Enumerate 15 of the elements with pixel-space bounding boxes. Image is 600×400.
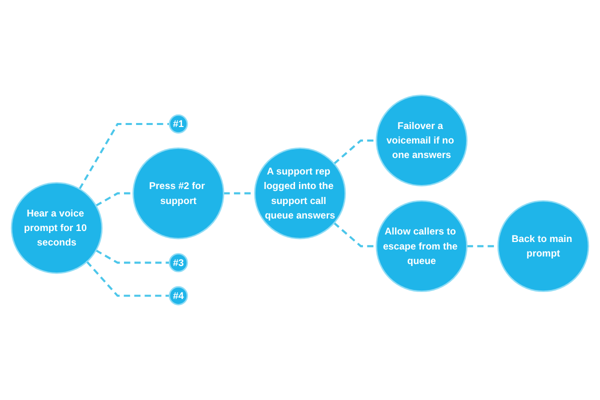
connector	[95, 192, 134, 207]
node-circle: Hear a voice prompt for 10 seconds	[10, 182, 103, 274]
connector	[78, 122, 170, 190]
node-circle: Allow callers to escape from the queue	[376, 200, 468, 292]
connector	[333, 222, 376, 248]
connector	[95, 250, 170, 264]
node-circle: #4	[168, 286, 188, 306]
connector	[333, 139, 376, 164]
node-circle: Failover a voicemail if no one answers	[376, 94, 468, 186]
node-circle: Press #2 for support	[132, 147, 224, 240]
connector	[86, 260, 170, 297]
node-circle: #3	[168, 253, 188, 272]
node-circle: A support rep logged into the support call queue answers	[254, 147, 346, 240]
node-circle: #1	[168, 114, 188, 134]
node-circle: Back to main prompt	[497, 200, 590, 292]
